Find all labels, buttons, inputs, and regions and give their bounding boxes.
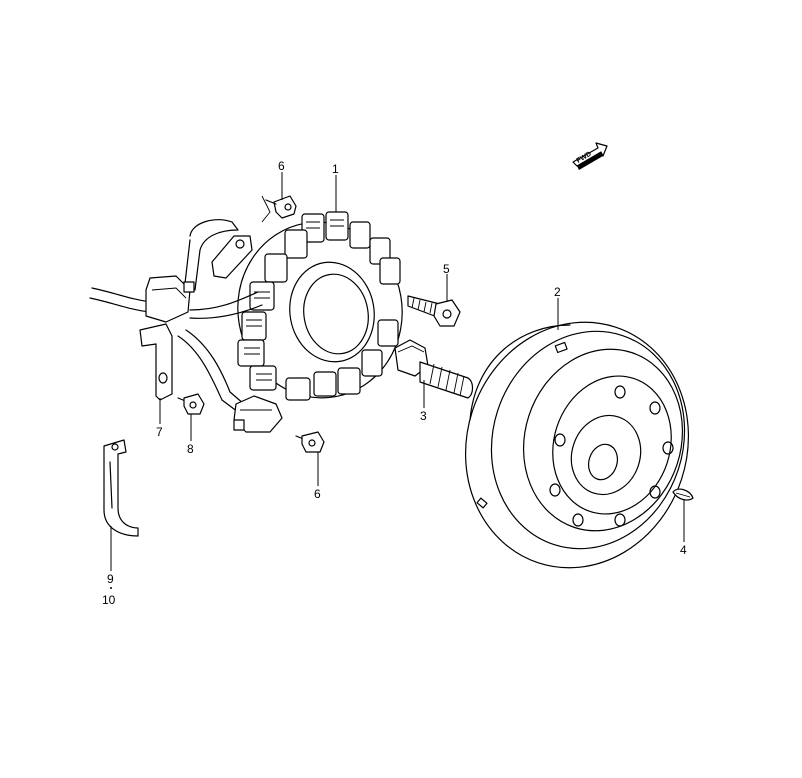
screw-5 [407,295,461,327]
wire-clamp-strip [103,439,139,537]
screw-8 [177,393,205,415]
woodruff-key [672,488,694,501]
callout-5: 5 [443,262,450,276]
callout-6-lower: 6 [314,487,321,501]
rotor-bolt [394,339,474,399]
forward-arrow-icon: FWD [572,142,608,170]
screw-6-upper [265,195,297,219]
callout-leaders [110,172,685,589]
wire-clamp [211,195,271,279]
rotor-flywheel [464,321,690,569]
wire-harness [89,219,283,433]
callout-2: 2 [554,285,561,299]
stator-assembly [237,211,403,401]
callout-9: 9 [107,572,114,586]
callout-3: 3 [420,409,427,423]
callout-8: 8 [187,442,194,456]
callout-1: 1 [332,162,339,176]
callout-7: 7 [156,425,163,439]
harness-bracket [139,323,173,401]
screw-6-lower [295,431,325,453]
callout-6-upper: 6 [278,159,285,173]
callout-4: 4 [680,543,687,557]
callout-10: 10 [102,593,116,607]
